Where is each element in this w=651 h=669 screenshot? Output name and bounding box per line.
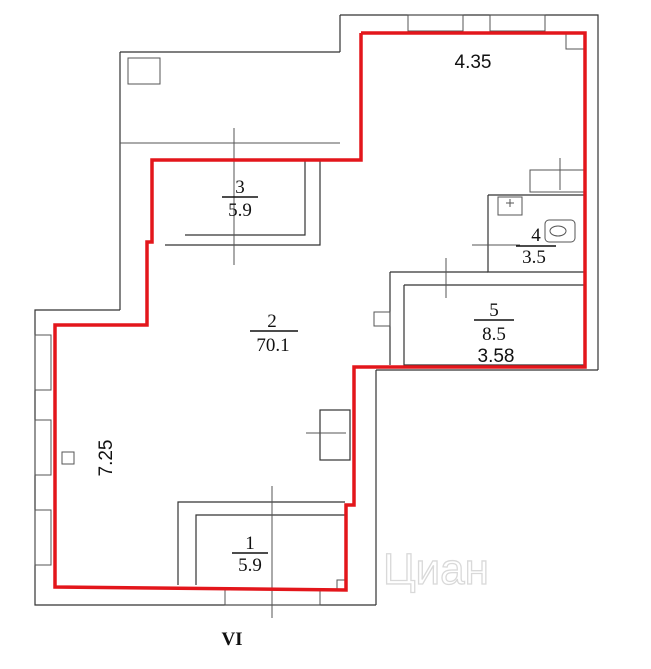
room-label-5: 5 8.5 3.58 xyxy=(474,300,514,367)
svg-text:4: 4 xyxy=(531,225,541,246)
apartment-boundary xyxy=(53,31,587,592)
svg-text:5.9: 5.9 xyxy=(238,555,262,576)
watermark-logo: Циан xyxy=(383,545,489,594)
svg-text:8.5: 8.5 xyxy=(482,324,506,345)
interior-walls xyxy=(61,32,586,618)
svg-text:2: 2 xyxy=(267,311,277,332)
dimension-left: 7.25 xyxy=(96,440,117,477)
svg-text:3: 3 xyxy=(235,177,245,198)
svg-text:1: 1 xyxy=(245,533,255,554)
svg-text:5: 5 xyxy=(489,300,499,321)
svg-text:3.5: 3.5 xyxy=(522,247,546,268)
room-label-4: 4 3.5 xyxy=(516,225,556,268)
room-label-3: 3 5.9 xyxy=(222,177,258,221)
section-label: VI xyxy=(221,629,242,650)
room-label-1: 1 5.9 xyxy=(232,533,268,576)
svg-text:5.9: 5.9 xyxy=(228,200,252,221)
dimension-top: 4.35 xyxy=(455,52,492,73)
room-label-2: 2 70.1 xyxy=(250,311,298,356)
building-walls xyxy=(34,14,599,606)
svg-text:70.1: 70.1 xyxy=(256,335,289,356)
svg-text:3.58: 3.58 xyxy=(478,346,515,367)
